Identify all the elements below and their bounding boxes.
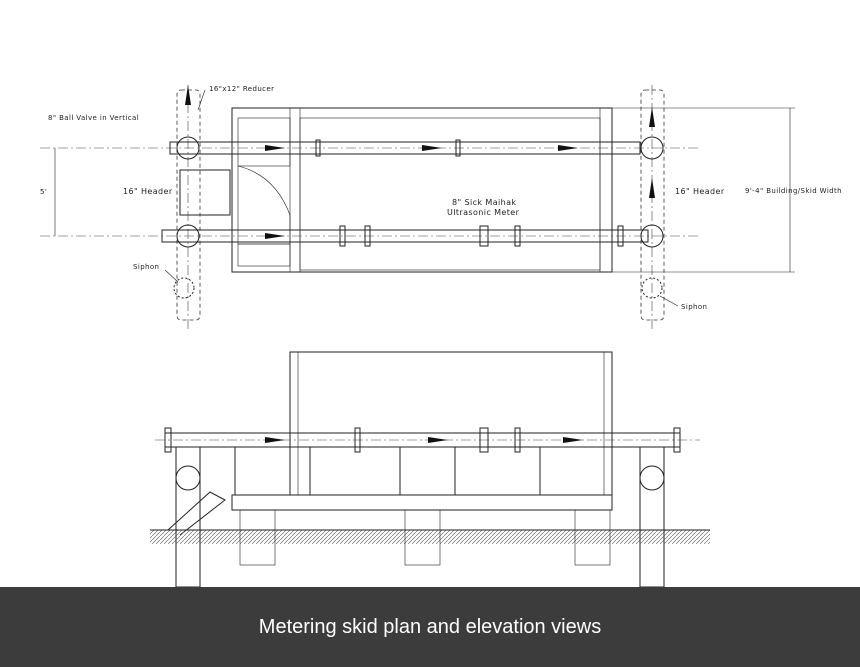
header-right-label: 16" Header (675, 187, 725, 196)
width-dimension-label: 9'-4" Building/Skid Width (745, 187, 842, 195)
meter-label-line1: 8" Sick Maihak (452, 198, 516, 207)
ball-valve-label: 8" Ball Valve in Vertical (48, 114, 139, 122)
plan-view (40, 85, 795, 330)
dimension-5ft-label: 5' (40, 188, 47, 196)
siphon-right-label: Siphon (681, 303, 707, 311)
elevation-view (150, 351, 710, 587)
meter-label-line2: Ultrasonic Meter (447, 208, 520, 217)
metering-skid-drawing: 16"x12" Reducer 8" Ball Valve in Vertica… (40, 85, 842, 587)
header-left-label: 16" Header (123, 187, 173, 196)
caption-text: Metering skid plan and elevation views (258, 615, 602, 638)
caption-bar: Metering skid plan and elevation views (0, 587, 860, 667)
siphon-left-label: Siphon (133, 263, 159, 271)
reducer-label: 16"x12" Reducer (209, 85, 274, 93)
